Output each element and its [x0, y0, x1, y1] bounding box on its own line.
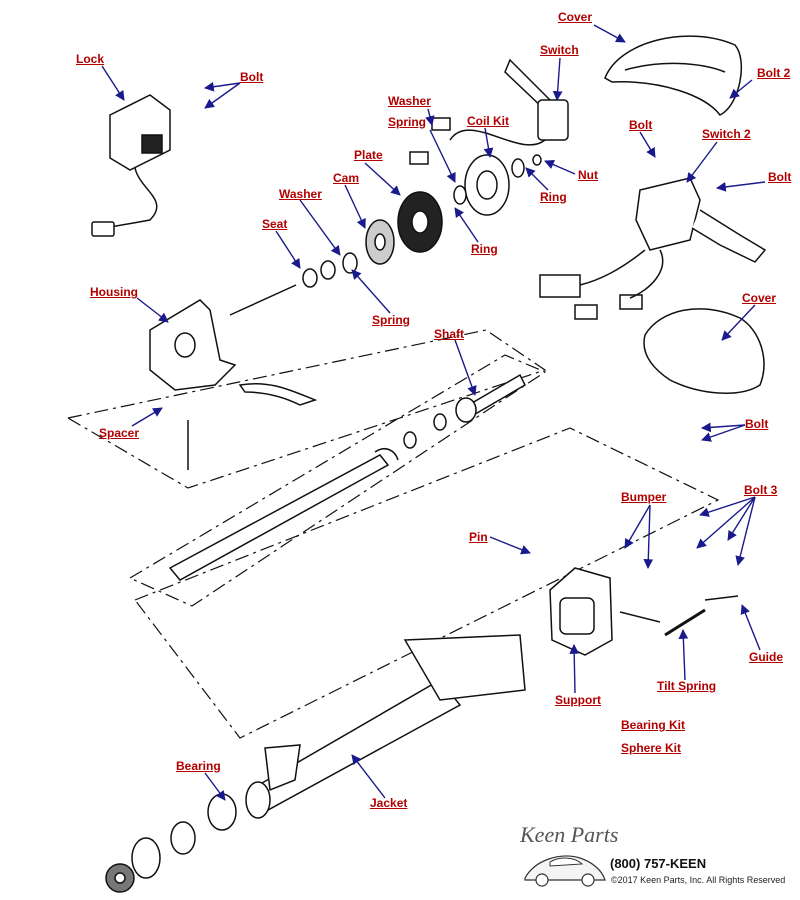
switch2-part	[539, 177, 767, 320]
label-cover-lower[interactable]: Cover	[742, 291, 777, 305]
label-bolt-mid[interactable]: Bolt	[629, 118, 653, 132]
label-shaft[interactable]: Shaft	[434, 327, 464, 341]
label-washer-mid[interactable]: Washer	[279, 187, 322, 201]
phone-number: (800) 757-KEEN	[610, 856, 707, 871]
label-cover-top[interactable]: Cover	[558, 10, 593, 24]
car-logo-icon	[524, 855, 606, 887]
label-seat[interactable]: Seat	[262, 217, 288, 231]
label-jacket[interactable]: Jacket	[370, 796, 408, 810]
label-support[interactable]: Support	[555, 693, 601, 707]
brand-logo: Keen Parts	[520, 822, 619, 847]
label-sphere-kit[interactable]: Sphere Kit	[621, 741, 682, 755]
label-bolt2[interactable]: Bolt 2	[757, 66, 791, 80]
label-spring-top[interactable]: Spring	[388, 115, 426, 129]
label-tilt-spring[interactable]: Tilt Spring	[657, 679, 717, 693]
label-bearing-kit[interactable]: Bearing Kit	[621, 718, 686, 732]
label-plate[interactable]: Plate	[354, 148, 383, 162]
label-cam[interactable]: Cam	[333, 171, 360, 185]
label-switch2[interactable]: Switch 2	[702, 127, 751, 141]
lock-part	[91, 94, 171, 237]
label-nut[interactable]: Nut	[578, 168, 598, 182]
label-bolt3[interactable]: Bolt 3	[744, 483, 778, 497]
housing-part	[149, 299, 318, 406]
label-lock[interactable]: Lock	[76, 52, 105, 66]
label-coil-kit[interactable]: Coil Kit	[467, 114, 509, 128]
label-guide[interactable]: Guide	[749, 650, 784, 664]
lower-cover-part	[643, 308, 765, 394]
leader-arrows	[101, 24, 766, 801]
dashed-frames	[66, 329, 720, 739]
label-switch[interactable]: Switch	[540, 43, 579, 57]
label-bolt-lock[interactable]: Bolt	[240, 70, 264, 84]
label-spring-mid[interactable]: Spring	[372, 313, 410, 327]
label-spacer[interactable]: Spacer	[99, 426, 140, 440]
label-washer-top[interactable]: Washer	[388, 94, 431, 108]
label-housing[interactable]: Housing	[90, 285, 138, 299]
bearing-parts	[105, 793, 237, 893]
small-parts	[229, 117, 451, 316]
copyright-text: ©2017 Keen Parts, Inc. All Rights Reserv…	[611, 875, 786, 885]
label-ring-top[interactable]: Ring	[540, 190, 567, 204]
label-bearing[interactable]: Bearing	[176, 759, 221, 773]
coil-kit-part	[365, 154, 542, 265]
label-bolt-right[interactable]: Bolt	[768, 170, 792, 184]
shaft-part	[168, 373, 526, 581]
cover-part	[604, 35, 743, 116]
label-bolt-lower[interactable]: Bolt	[745, 417, 769, 431]
jacket-part	[245, 634, 526, 819]
label-pin[interactable]: Pin	[469, 530, 488, 544]
switch-part	[449, 58, 569, 146]
label-ring-mid[interactable]: Ring	[471, 242, 498, 256]
label-bumper[interactable]: Bumper	[621, 490, 667, 504]
support-part	[549, 567, 739, 656]
